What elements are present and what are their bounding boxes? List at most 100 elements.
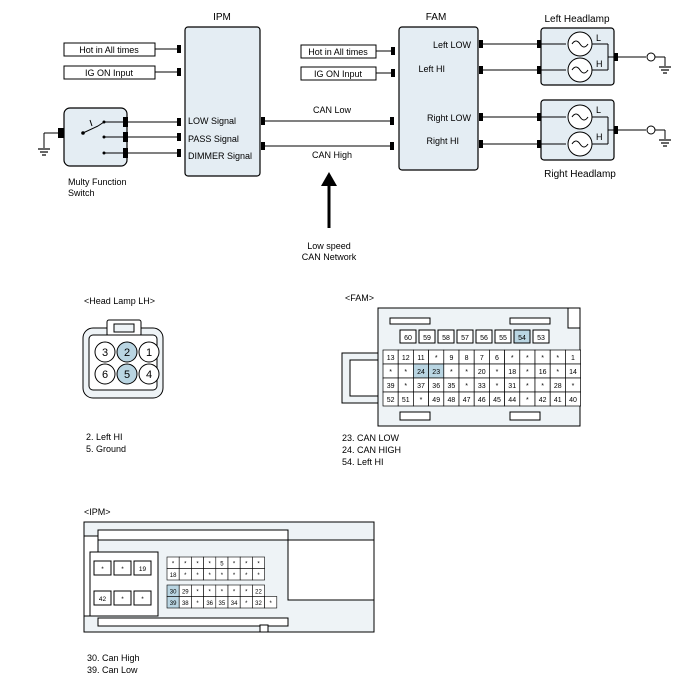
ipm-pin-low-signal: LOW Signal <box>188 116 236 126</box>
headlamp-pin-label: 2 <box>124 347 130 359</box>
headlamp-lh-title: <Head Lamp LH> <box>84 296 155 306</box>
ipm-pin-label: * <box>101 566 104 573</box>
ipm-pin-cell <box>93 590 112 606</box>
fam-pin-label: 56 <box>480 335 488 342</box>
ipm-pin-label: 32 <box>255 601 262 607</box>
fam-pin-label: * <box>465 383 468 390</box>
fam-pin-label: * <box>496 383 499 390</box>
headlamp-lh-note-1: 2. Left HI <box>86 432 123 442</box>
ipm-pin-label: * <box>233 590 236 596</box>
fam-pin-label: 18 <box>508 369 516 376</box>
ipm-pin-label: * <box>233 573 236 579</box>
ipm-pin-label: * <box>184 562 187 568</box>
fam-pin-cell <box>513 329 531 344</box>
fam-pin-label: * <box>404 369 407 376</box>
fam-pin-label: * <box>556 355 559 362</box>
ipm-pin-label: * <box>196 590 199 596</box>
ipm-hot-input-label: Hot in All times <box>79 45 139 55</box>
headlamp-pin-6 <box>94 363 116 385</box>
headlamp-lh-note-2: 5. Ground <box>86 444 126 454</box>
fam-pin-label: 41 <box>554 397 562 404</box>
headlamp-pin-4 <box>138 363 160 385</box>
fam-note-2: 24. CAN HIGH <box>342 445 401 455</box>
fam-note-1: 23. CAN LOW <box>342 433 400 443</box>
left-headlamp-title: Left Headlamp <box>544 14 609 25</box>
fam-pin-label: 7 <box>480 355 484 362</box>
fam-pin-label: 35 <box>448 383 456 390</box>
network-label-line2: CAN Network <box>302 252 357 262</box>
fam-pin-label: 13 <box>387 355 395 362</box>
headlamp-pin-3 <box>94 341 116 363</box>
left-lamp-h-label: H <box>596 59 603 69</box>
fam-pin-label: * <box>511 355 514 362</box>
ipm-pin-label: * <box>172 562 175 568</box>
fam-pin-label: 57 <box>461 335 469 342</box>
fam-pin-label: * <box>526 397 529 404</box>
ipm-pin-label: * <box>121 566 124 573</box>
ipm-pin-label: 19 <box>139 566 147 573</box>
ipm-pin-label: * <box>245 601 248 607</box>
fam-pin-label: * <box>541 355 544 362</box>
fam-pin-label: * <box>420 397 423 404</box>
ipm-pin-pass-signal: PASS Signal <box>188 134 239 144</box>
fam-pin-label: 48 <box>448 397 456 404</box>
fam-pin-label: 31 <box>508 383 516 390</box>
ipm-pin-label: * <box>184 573 187 579</box>
fam-pin-label: * <box>404 383 407 390</box>
fam-pin-label: 60 <box>404 335 412 342</box>
ipm-pin-label: 34 <box>231 601 238 607</box>
fam-pin-label: 24 <box>417 369 425 376</box>
fam-pin-label: 59 <box>423 335 431 342</box>
ipm-pin-label: * <box>209 573 212 579</box>
ipm-pin-cell <box>113 590 132 606</box>
fam-pin-label: 23 <box>432 369 440 376</box>
ipm-pin-label: * <box>257 562 260 568</box>
ipm-pin-label: * <box>221 573 224 579</box>
ground-icon <box>38 148 50 156</box>
switch-label-line1: Multy Function <box>68 177 127 187</box>
fam-title: FAM <box>426 12 447 23</box>
fam-pin-label: * <box>526 383 529 390</box>
ipm-pin-label: * <box>233 562 236 568</box>
fam-pin-label: 6 <box>495 355 499 362</box>
fam-pin-cell <box>418 329 436 344</box>
ipm-pin-label: * <box>196 562 199 568</box>
fam-pin-label: 28 <box>554 383 562 390</box>
fam-pin-label: 36 <box>432 383 440 390</box>
fam-pin-label: 39 <box>387 383 395 390</box>
fam-pin-left-hi: Left HI <box>418 64 445 74</box>
fam-pin-label: 1 <box>571 355 575 362</box>
can-high-label: CAN High <box>312 150 352 160</box>
ipm-pin-label: * <box>245 562 248 568</box>
left-lamp-l-label: L <box>596 33 601 43</box>
fam-connector-title: <FAM> <box>345 293 374 303</box>
fam-pin-label: * <box>556 369 559 376</box>
fam-pin-label: 52 <box>387 397 395 404</box>
fam-pin-label: * <box>526 369 529 376</box>
headlamp-pin-label: 1 <box>146 347 152 359</box>
ipm-pin-label: * <box>209 562 212 568</box>
ipm-pin-cell <box>252 568 265 581</box>
fam-module <box>398 26 479 171</box>
fam-pin-cell <box>399 329 417 344</box>
fam-pin-label: 11 <box>417 355 424 362</box>
right-headlamp-title: Right Headlamp <box>544 169 616 180</box>
ipm-pin-label: * <box>270 601 273 607</box>
ipm-pin-label: * <box>196 601 199 607</box>
fam-pin-label: 47 <box>463 397 471 404</box>
ipm-connector-title: <IPM> <box>84 507 111 517</box>
switch-label-line2: Switch <box>68 188 95 198</box>
fam-pin-label: 46 <box>478 397 486 404</box>
ipm-pin-label: * <box>121 596 124 603</box>
fam-pin-label: * <box>496 369 499 376</box>
ipm-ig-input-label: IG ON Input <box>85 68 134 78</box>
ipm-pin-label: 42 <box>99 596 107 603</box>
ipm-pin-label: 29 <box>182 590 189 596</box>
fam-pin-label: 51 <box>402 397 410 404</box>
ipm-pin-label: * <box>245 590 248 596</box>
ipm-pin-label: * <box>257 573 260 579</box>
headlamp-pin-label: 5 <box>124 369 130 381</box>
